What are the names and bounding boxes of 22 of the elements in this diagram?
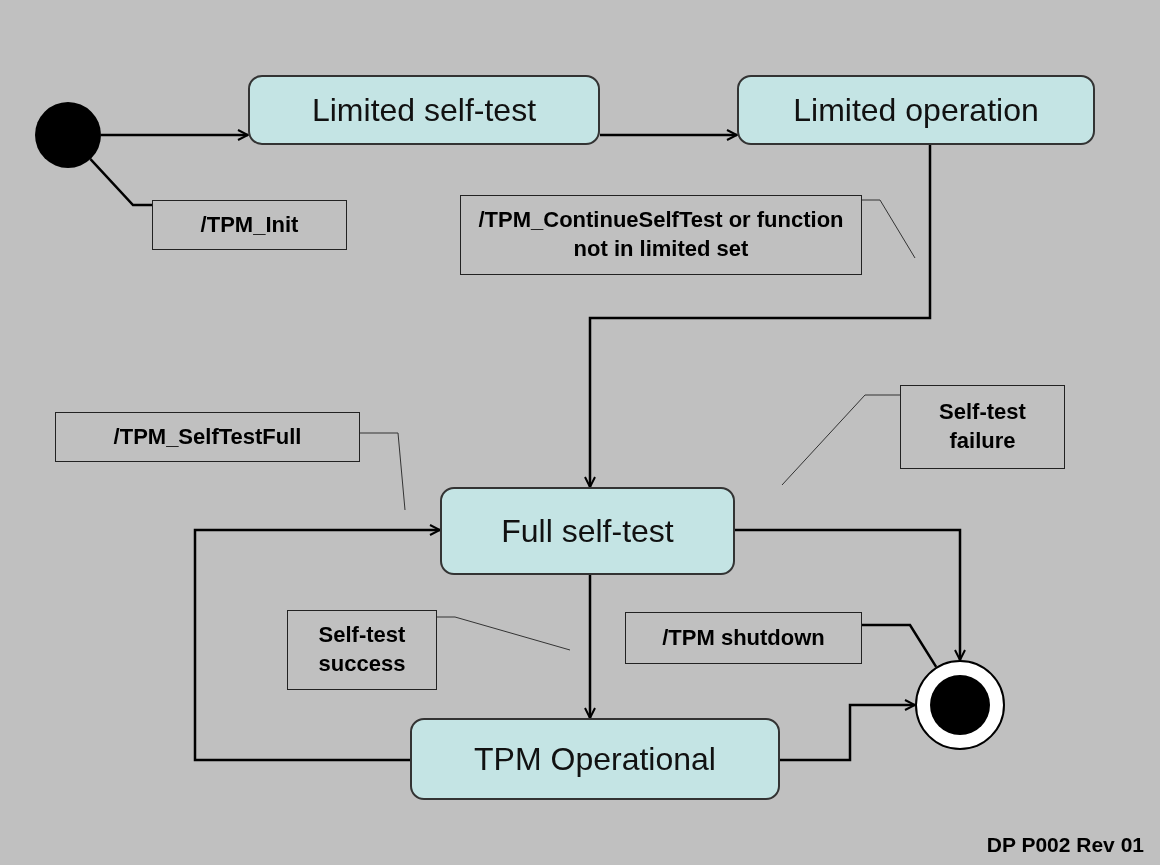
- transition-note: /TPM_Init: [152, 200, 347, 250]
- transition-arrow: [584, 575, 596, 719]
- leader-line: [781, 394, 901, 486]
- transition-arrow: [780, 699, 916, 762]
- transition-arrow: [735, 528, 966, 661]
- leader-line: [359, 432, 406, 511]
- transition-arrow: [600, 129, 738, 141]
- document-reference: DP P002 Rev 01: [986, 833, 1144, 857]
- transition-note: /TPM_ContinueSelfTest or function not in limited set: [460, 195, 862, 275]
- transition-note: Self-test failure: [900, 385, 1065, 469]
- state-box: TPM Operational: [410, 718, 780, 800]
- transition-arrow: [584, 145, 932, 488]
- transition-arrow: [101, 129, 249, 141]
- leader-line: [861, 199, 916, 259]
- leader-line: [436, 616, 571, 651]
- state-box: Limited self-test: [248, 75, 600, 145]
- state-box: Limited operation: [737, 75, 1095, 145]
- transition-note: /TPM_SelfTestFull: [55, 412, 360, 462]
- transition-note: Self-test success: [287, 610, 437, 690]
- state-box: Full self-test: [440, 487, 735, 575]
- transition-arrow: [193, 524, 441, 762]
- transition-note: /TPM shutdown: [625, 612, 862, 664]
